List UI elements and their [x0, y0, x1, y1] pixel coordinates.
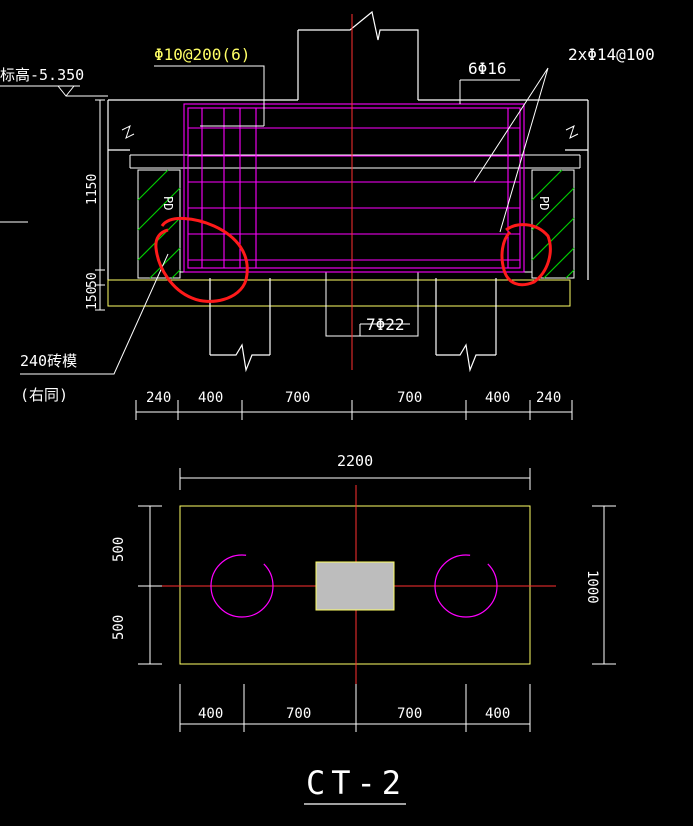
wall-label-line2: (右同) — [20, 386, 68, 404]
brick-wall-right — [531, 169, 575, 279]
plan-left-dim-top: 500 — [111, 537, 127, 562]
wall-mark-left: PD — [161, 196, 175, 210]
cap-slab-lines — [129, 154, 581, 169]
section-bottom-dimension-line — [135, 400, 573, 420]
pile-left — [209, 278, 271, 373]
plan-right-dim: 1000 — [584, 570, 600, 604]
plan-dim-1: 700 — [286, 706, 311, 722]
column-outline-top — [297, 10, 419, 100]
height-dim-50: 50 — [85, 272, 100, 288]
rebar-cage — [183, 103, 525, 273]
pile-plan-right — [434, 554, 498, 618]
wall-mark-right: PD — [537, 196, 551, 210]
section-dim-0: 240 — [146, 390, 171, 406]
brick-wall-left — [137, 169, 181, 279]
plan-top-dimension-line — [179, 468, 531, 490]
leader-bottom-bar — [359, 323, 410, 336]
bottom-bar-label: 7Φ22 — [366, 315, 405, 334]
wall-label-line1: 240砖模 — [20, 352, 77, 370]
cushion-layer — [107, 279, 571, 307]
plan-bottom-dimension-line — [179, 684, 531, 732]
section-dim-1: 400 — [198, 390, 223, 406]
leader-stirrup — [154, 65, 265, 127]
section-dim-5: 240 — [536, 390, 561, 406]
leader-side-bar — [473, 67, 549, 233]
pile-bottom-rebar-box — [325, 272, 419, 337]
height-dim-1150: 1150 — [85, 174, 100, 205]
pile-plan-left — [210, 554, 274, 618]
height-dimension-line — [95, 99, 105, 311]
break-mark-right — [565, 125, 579, 139]
cap-outline — [107, 99, 589, 280]
break-mark-left — [121, 125, 135, 139]
pile-right — [435, 278, 497, 373]
cap-plan-outline — [179, 505, 531, 665]
plan-left-dim-bottom: 500 — [111, 615, 127, 640]
leader-wall — [20, 253, 169, 375]
plan-dim-2: 700 — [397, 706, 422, 722]
column-plan — [315, 561, 395, 611]
plan-view: 2200 500 500 1000 400 700 700 400 CT-2 — [111, 452, 616, 805]
drawing-title: CT-2 — [306, 764, 407, 802]
red-annotation-right — [500, 223, 552, 287]
height-dim-150: 150 — [85, 287, 100, 310]
leader-top-bar — [459, 79, 520, 104]
plan-left-dimension-line — [138, 505, 162, 665]
stirrup-label: Φ10@200(6) — [154, 45, 250, 64]
red-annotation-left — [154, 217, 249, 303]
section-dim-2: 700 — [285, 390, 310, 406]
section-dim-4: 400 — [485, 390, 510, 406]
elevation-label: 标高-5.350 — [0, 66, 84, 84]
elevation-marker — [0, 85, 108, 97]
side-bar-label: 2xΦ14@100 — [568, 45, 655, 64]
top-bar-label: 6Φ16 — [468, 59, 507, 78]
plan-right-dimension-line — [592, 505, 616, 665]
plan-width-dim: 2200 — [337, 452, 373, 470]
section-view: 标高-5.350 Φ10@200(6) 6Φ16 2xΦ14@100 7Φ22 … — [0, 10, 655, 420]
section-dim-3: 700 — [397, 390, 422, 406]
plan-dim-0: 400 — [198, 706, 223, 722]
plan-dim-3: 400 — [485, 706, 510, 722]
